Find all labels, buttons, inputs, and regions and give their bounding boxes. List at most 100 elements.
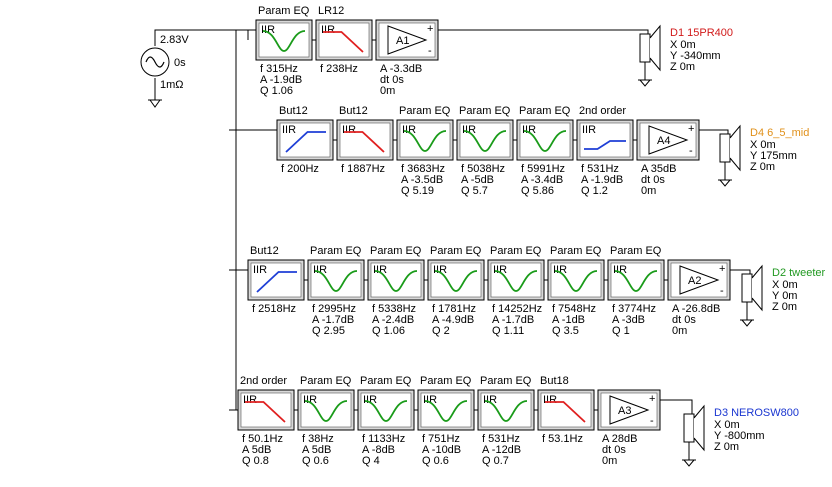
amplifier-row4-6[interactable]: A3+- (597, 389, 661, 431)
filter-block-row3-6[interactable]: IIR (607, 259, 665, 301)
filter-tag: IIR (462, 124, 476, 136)
peak-curve-icon (463, 130, 507, 152)
driver-coord: Y 0m (772, 290, 797, 302)
filter-label: Param EQ (550, 245, 602, 257)
filter-label: Param EQ (490, 245, 542, 257)
filter-tag: IIR (321, 24, 335, 36)
filter-tag: IIR (582, 124, 596, 136)
filter-label: But12 (250, 245, 279, 257)
amp-plus: + (688, 123, 694, 135)
param-line: Q 5.86 (521, 185, 554, 197)
filter-block-row2-0[interactable]: IIR (276, 119, 334, 161)
param-line: Q 5.19 (401, 185, 434, 197)
param-line: A -3dB (612, 314, 645, 326)
filter-label: But18 (540, 375, 569, 387)
param-line: Q 1.2 (581, 185, 608, 197)
peak-curve-icon (262, 30, 306, 52)
filter-block-row3-3[interactable]: IIR (427, 259, 485, 301)
param-line: A -3.5dB (401, 174, 443, 186)
driver-coord: Z 0m (772, 301, 797, 313)
plus-wire (438, 29, 649, 34)
param-line: Q 1 (612, 325, 630, 337)
filter-block-row3-4[interactable]: IIR (487, 259, 545, 301)
driver-name: D2 tweeter (772, 267, 826, 279)
filter-block-row4-1[interactable]: IIR (297, 389, 355, 431)
filter-block-row3-1[interactable]: IIR (307, 259, 365, 301)
filter-block-row3-5[interactable]: IIR (547, 259, 605, 301)
filter-block-row4-3[interactable]: IIR (417, 389, 475, 431)
filter-tag: IIR (522, 124, 536, 136)
filter-block-row2-5[interactable]: IIR (576, 119, 634, 161)
param-line: A -5dB (461, 174, 494, 186)
param-line: A -10dB (422, 444, 461, 456)
sine-icon (145, 56, 165, 68)
speaker-cone-icon (649, 24, 661, 72)
driver-name: D3 NEROSW800 (714, 407, 799, 419)
filter-tag: IIR (373, 264, 387, 276)
filter-block-row4-5[interactable]: IIR (537, 389, 595, 431)
peak-curve-icon (314, 270, 358, 292)
param-line: A 28dB (602, 433, 637, 445)
filter-tag: IIR (342, 124, 356, 136)
param-line: Q 2 (432, 325, 450, 337)
amp-plus: + (719, 263, 725, 275)
filter-block-row1-0[interactable]: IIR (255, 19, 313, 61)
filter-block-row4-4[interactable]: IIR (477, 389, 535, 431)
filter-block-row1-1[interactable]: IIR (315, 19, 373, 61)
param-line: Q 2.95 (312, 325, 345, 337)
param-line: Q 0.8 (242, 455, 269, 467)
param-line: f 1133Hz (362, 433, 405, 445)
param-line: f 1781Hz (432, 303, 476, 315)
param-line: A -12dB (482, 444, 521, 456)
amp-minus: - (720, 285, 724, 297)
param-line: 0m (672, 325, 687, 337)
driver-coord: X 0m (670, 39, 696, 51)
param-line: f 7548Hz (552, 303, 596, 315)
filter-label: Param EQ (459, 105, 511, 117)
param-line: f 751Hz (422, 433, 460, 445)
peak-curve-icon (434, 270, 478, 292)
param-line: Q 3.5 (552, 325, 579, 337)
filter-block-row4-2[interactable]: IIR (357, 389, 415, 431)
filter-block-row4-0[interactable]: IIR (237, 389, 295, 431)
voltage-source[interactable] (140, 47, 170, 77)
amplifier-row2-6[interactable]: A4+- (636, 119, 700, 161)
amplifier-row3-7[interactable]: A2 + - (667, 259, 731, 301)
param-line: f 200Hz (281, 163, 319, 175)
amp-minus: - (650, 415, 654, 427)
filter-label: Param EQ (480, 375, 532, 387)
amplifier-row1-2[interactable]: A1+- (375, 19, 439, 61)
param-line: f 14252Hz (492, 303, 542, 315)
amplifier-tag: A1 (396, 35, 409, 47)
speaker-magnet-icon (719, 133, 731, 163)
filter-block-row2-3[interactable]: IIR (456, 119, 514, 161)
filter-block-row2-1[interactable]: IIR (336, 119, 394, 161)
param-line: f 3774Hz (612, 303, 656, 315)
param-line: f 2518Hz (252, 303, 296, 315)
param-line: A -1.7dB (492, 314, 534, 326)
amplifier-triangle-icon (609, 395, 650, 425)
amplifier-tag: A2 (688, 275, 701, 287)
filter-tag: IIR (613, 264, 627, 276)
param-line: dt 0s (380, 74, 404, 86)
driver-coord: Y 175mm (750, 150, 797, 162)
param-line: Q 1.11 (492, 325, 524, 337)
peak-curve-icon (374, 270, 418, 292)
filter-label: 2nd order (579, 105, 626, 117)
amplifier-tag: A3 (618, 405, 631, 417)
filter-block-row3-0[interactable]: IIR (247, 259, 305, 301)
param-line: Q 0.6 (422, 455, 449, 467)
amp-minus: - (689, 145, 693, 157)
filter-block-row2-2[interactable]: IIR (396, 119, 454, 161)
filter-label: LR12 (318, 5, 344, 17)
filter-block-row3-2[interactable]: IIR (367, 259, 425, 301)
source-voltage: 2.83V (160, 34, 189, 46)
allpass-curve-icon (584, 140, 626, 150)
filter-block-row2-4[interactable]: IIR (516, 119, 574, 161)
highpass-curve-icon (285, 131, 326, 153)
